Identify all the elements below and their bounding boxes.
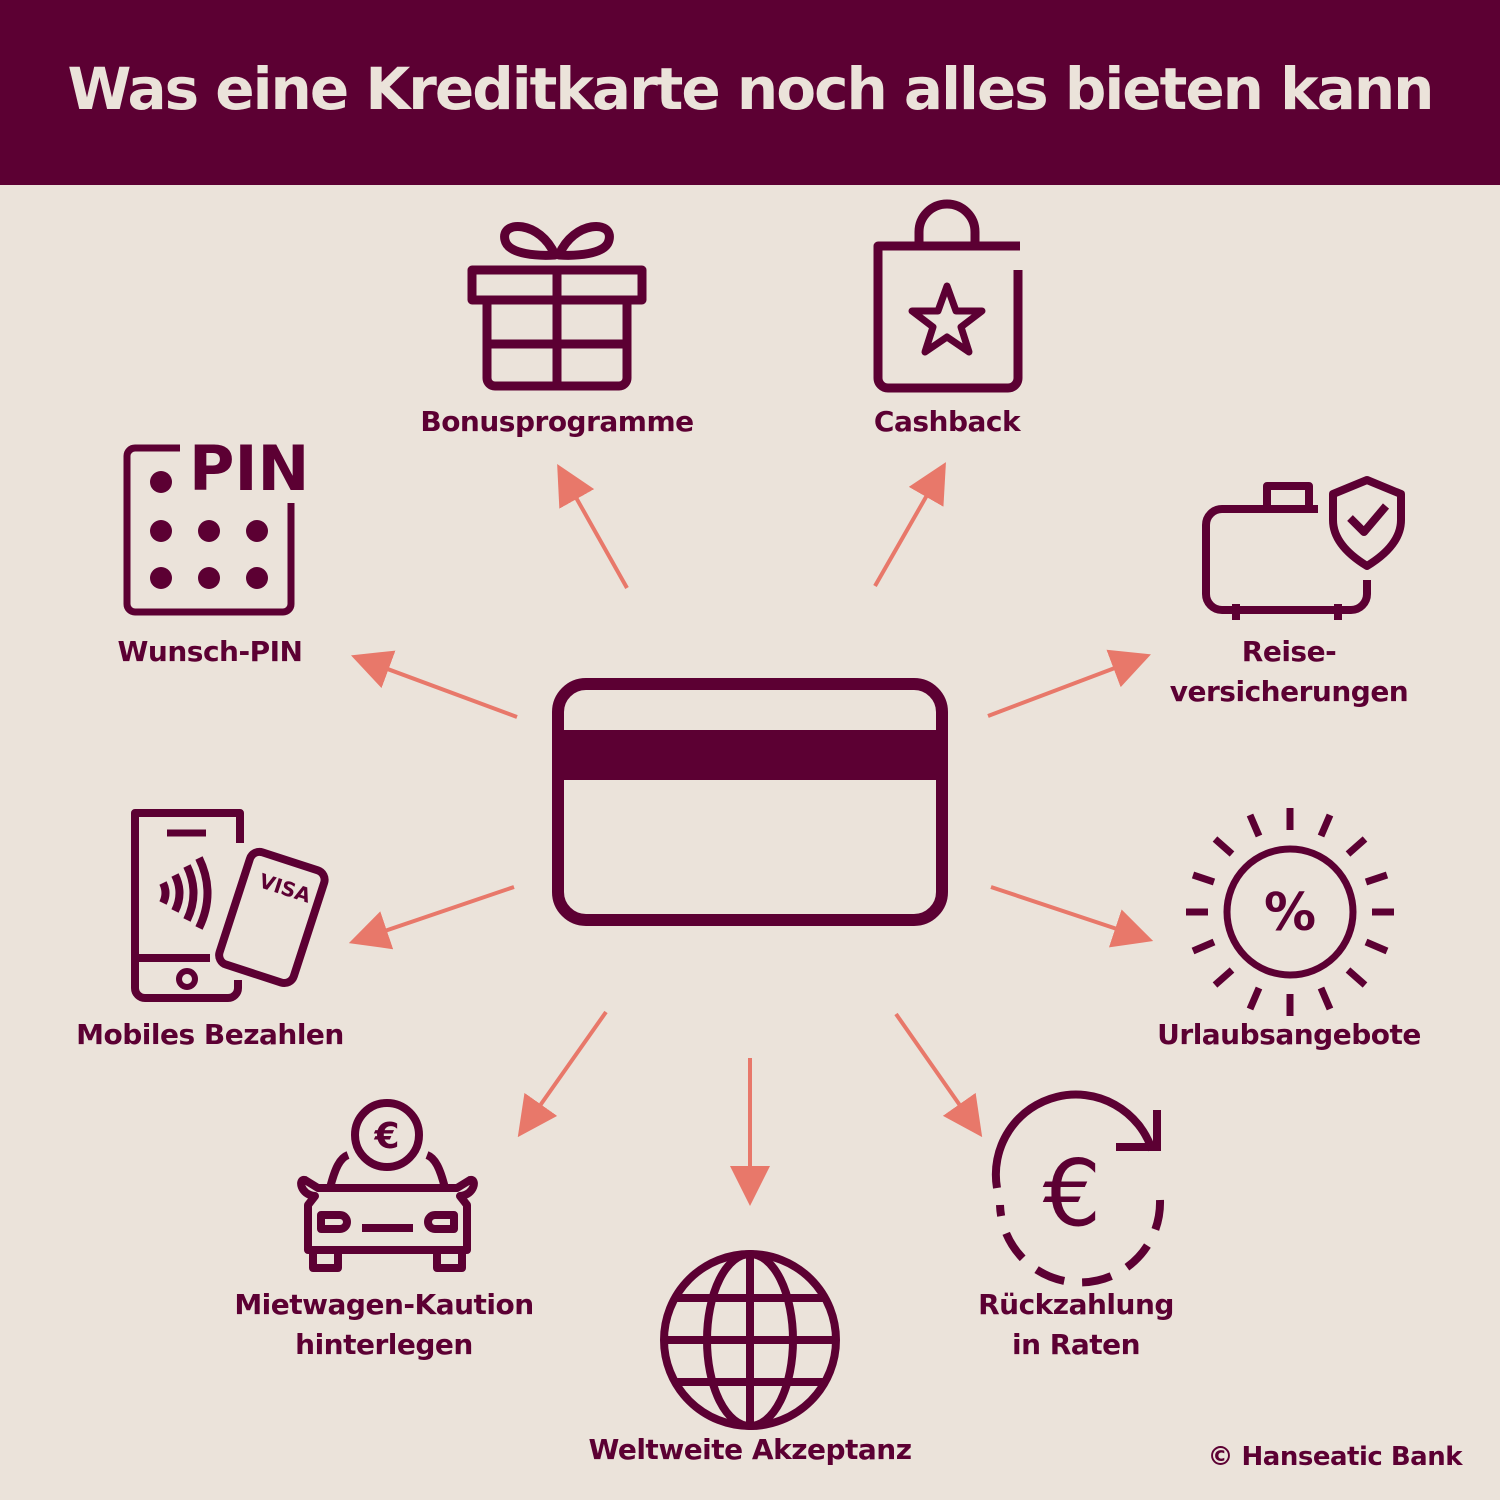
arrow-installments	[894, 1012, 983, 1138]
pin-keypad-icon: PIN	[123, 432, 309, 616]
shopping-bag-star-icon	[873, 199, 1023, 393]
visa-text: VISA	[256, 869, 314, 908]
label-mobiles-bezahlen: Mobiles Bezahlen	[76, 1018, 344, 1051]
label-wunsch-pin: Wunsch-PIN	[117, 635, 303, 668]
pin-text: PIN	[189, 432, 309, 505]
euro-cycle-text: €	[1043, 1140, 1102, 1247]
arrow-bonus	[557, 464, 629, 589]
label-cashback: Cashback	[873, 405, 1021, 438]
label-mietwagen-kaution: Mietwagen-Kaution hinterlegen	[234, 1288, 534, 1361]
car-euro-icon: €	[297, 1099, 478, 1272]
credit-card-icon	[552, 678, 948, 926]
label-weltweite-akzeptanz: Weltweite Akzeptanz	[588, 1433, 912, 1466]
suitcase-shield-icon	[1202, 476, 1405, 620]
arrow-cashback	[873, 462, 946, 587]
arrow-rental	[517, 1010, 608, 1138]
arrow-holiday	[990, 885, 1154, 948]
page-title: Was eine Kreditkarte noch alles bieten k…	[67, 54, 1435, 123]
arrows	[348, 462, 1154, 1206]
euro-cycle-icon: €	[991, 1090, 1165, 1287]
phone-card-icon: VISA	[131, 809, 329, 1002]
arrow-mobile	[348, 885, 515, 950]
percent-text: %	[1264, 883, 1316, 943]
euro-text: €	[373, 1116, 399, 1157]
header-banner: Was eine Kreditkarte noch alles bieten k…	[0, 0, 1500, 185]
arrow-pin	[350, 650, 518, 719]
arrow-travel	[987, 649, 1151, 718]
sun-percent-icon: %	[1186, 808, 1394, 1016]
gift-icon	[467, 222, 647, 391]
label-rueckzahlung-in-raten: Rückzahlung in Raten	[978, 1288, 1174, 1361]
label-urlaubsangebote: Urlaubsangebote	[1157, 1018, 1421, 1051]
label-bonusprogramme: Bonusprogramme	[420, 405, 694, 438]
globe-icon	[660, 1250, 840, 1430]
copyright-notice: © Hanseatic Bank	[1207, 1442, 1463, 1472]
label-reiseversicherungen: Reise- versicherungen	[1169, 635, 1409, 708]
